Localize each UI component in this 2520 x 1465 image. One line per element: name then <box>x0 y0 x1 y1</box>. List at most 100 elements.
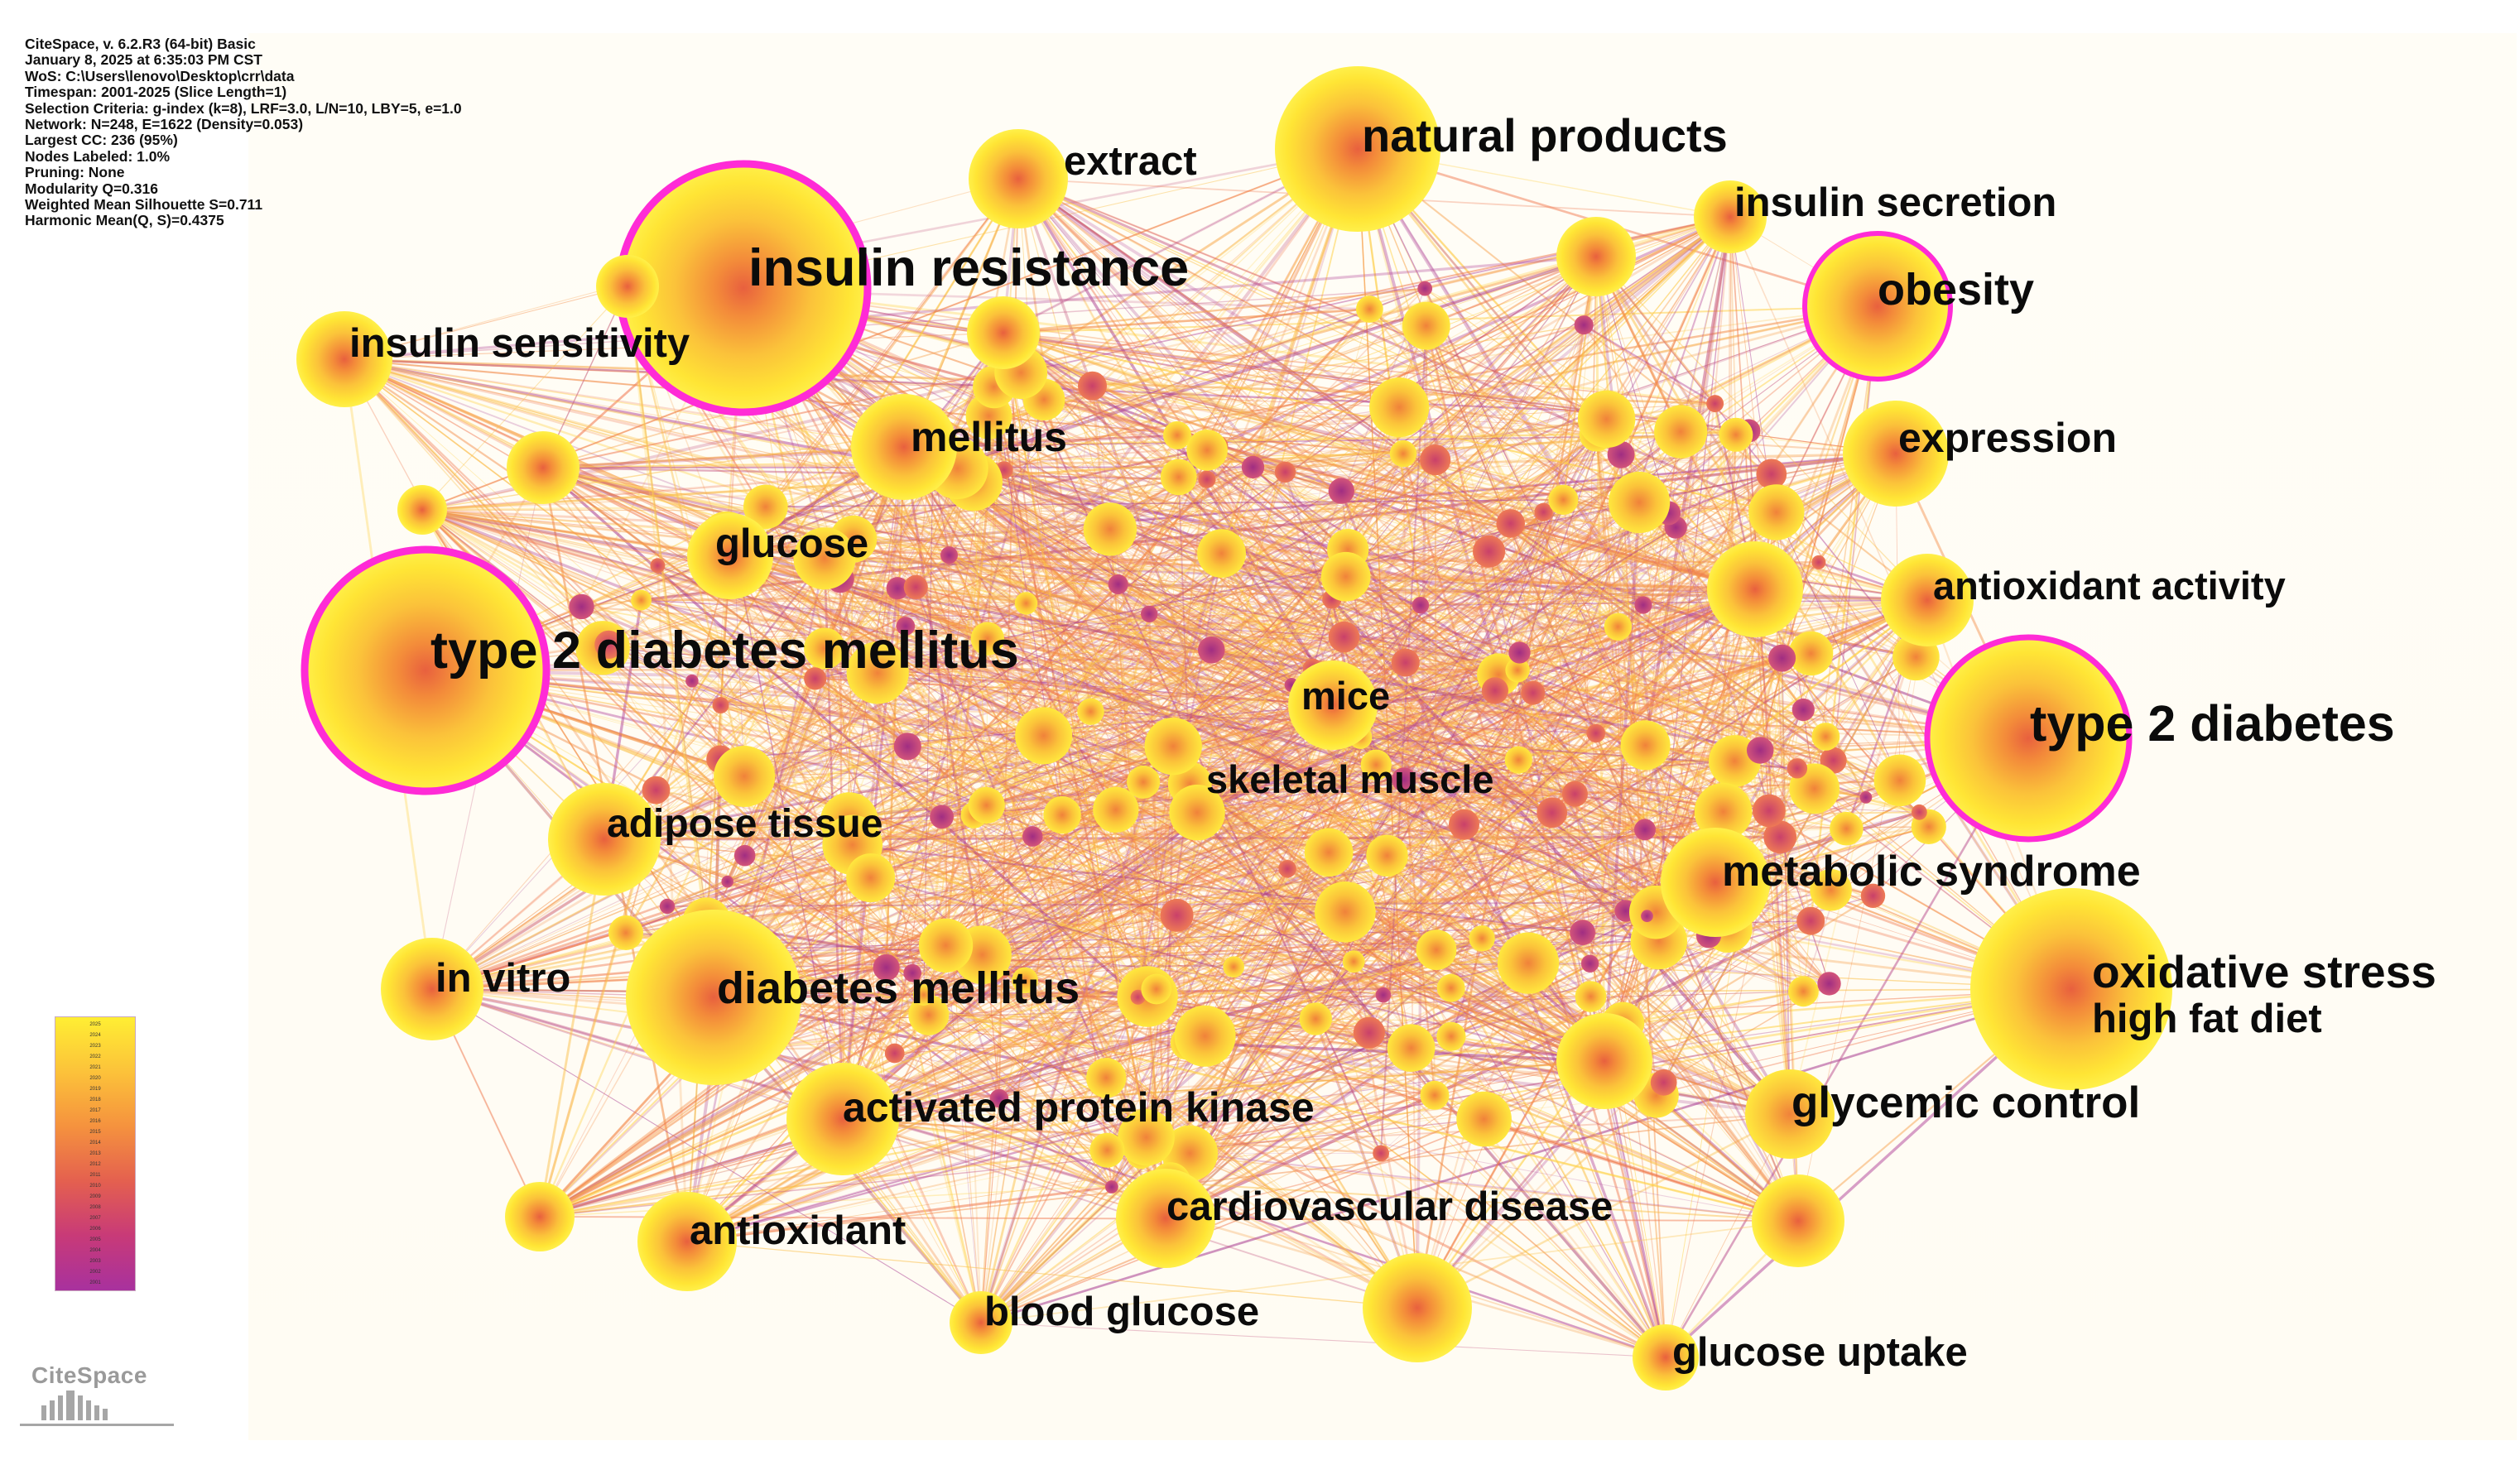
network-node[interactable] <box>940 546 958 564</box>
network-node[interactable] <box>1756 459 1787 490</box>
node-metabolic-syndrome[interactable] <box>1661 828 1770 937</box>
network-node[interactable] <box>1416 929 1457 970</box>
network-node[interactable] <box>873 953 900 982</box>
node-natural-products[interactable] <box>1275 66 1440 232</box>
network-node[interactable] <box>1811 555 1826 569</box>
network-node[interactable] <box>846 641 909 704</box>
network-node[interactable] <box>893 732 921 761</box>
node-expression[interactable] <box>1843 401 1949 507</box>
network-node[interactable] <box>1473 535 1506 568</box>
network-node[interactable] <box>608 915 643 950</box>
network-node[interactable] <box>1387 1024 1436 1072</box>
network-node[interactable] <box>1694 782 1753 841</box>
network-node[interactable] <box>1912 804 1927 820</box>
network-node[interactable] <box>1118 1109 1175 1166</box>
network-node[interactable] <box>1373 1145 1389 1162</box>
network-node[interactable] <box>1144 717 1202 776</box>
node-type-2-diabetes[interactable] <box>1924 634 2133 843</box>
network-node[interactable] <box>1788 631 1834 676</box>
network-node[interactable] <box>1366 834 1408 877</box>
node-mice[interactable] <box>1288 660 1378 750</box>
network-node[interactable] <box>1496 509 1525 538</box>
network-node[interactable] <box>1521 680 1546 705</box>
network-node[interactable] <box>1169 785 1225 841</box>
network-node[interactable] <box>1586 723 1606 743</box>
network-node[interactable] <box>804 667 827 690</box>
network-node[interactable] <box>1859 791 1873 804</box>
network-node[interactable] <box>1328 478 1355 504</box>
network-node[interactable] <box>886 577 909 600</box>
node-extract[interactable] <box>969 129 1068 228</box>
network-node[interactable] <box>930 805 954 829</box>
network-node[interactable] <box>970 622 1005 656</box>
network-node[interactable] <box>1299 1002 1333 1035</box>
network-node[interactable] <box>685 674 699 688</box>
network-node[interactable] <box>1127 765 1161 799</box>
node-insulin-secretion[interactable] <box>1694 180 1767 253</box>
network-node[interactable] <box>912 984 935 1006</box>
network-node[interactable] <box>1796 906 1825 935</box>
network-node[interactable] <box>1534 502 1553 521</box>
network-node[interactable] <box>1860 883 1886 909</box>
network-node[interactable] <box>1083 502 1137 556</box>
network-node[interactable] <box>1304 828 1354 877</box>
network-node[interactable] <box>1634 819 1656 841</box>
network-node[interactable] <box>1411 597 1430 614</box>
node-adipose-tissue[interactable] <box>548 783 661 896</box>
node-diabetes-mellitus[interactable] <box>626 910 801 1085</box>
network-node[interactable] <box>793 527 856 590</box>
network-node[interactable] <box>896 617 916 636</box>
node-type-2-diabetes-mellitus[interactable] <box>301 545 551 795</box>
network-node[interactable] <box>1160 459 1197 496</box>
network-node[interactable] <box>733 844 756 867</box>
node-cardiovascular-disease[interactable] <box>1116 1169 1215 1268</box>
network-node[interactable] <box>1389 440 1417 468</box>
network-node[interactable] <box>1342 950 1365 973</box>
node-mellitus[interactable] <box>851 394 957 500</box>
node-blood-glucose[interactable] <box>950 1291 1012 1354</box>
network-node[interactable] <box>1788 976 1819 1007</box>
network-node[interactable] <box>714 746 776 807</box>
network-node[interactable] <box>1105 1180 1118 1194</box>
network-node[interactable] <box>1469 925 1495 952</box>
network-node[interactable] <box>1654 405 1708 459</box>
network-node[interactable] <box>1130 989 1146 1005</box>
network-node[interactable] <box>1548 484 1579 516</box>
network-node[interactable] <box>1141 973 1172 1005</box>
network-node[interactable] <box>1436 973 1465 1002</box>
network-node[interactable] <box>989 1088 1009 1108</box>
network-node[interactable] <box>1274 461 1296 483</box>
node-activated-protein-kinase[interactable] <box>786 1063 899 1175</box>
network-node[interactable] <box>1163 420 1191 449</box>
network-node[interactable] <box>1763 820 1797 854</box>
network-node[interactable] <box>1748 484 1805 540</box>
node-glycemic-control[interactable] <box>1745 1069 1835 1159</box>
network-node[interactable] <box>1369 377 1430 438</box>
network-node[interactable] <box>1089 1132 1125 1168</box>
node-glucose-uptake[interactable] <box>1633 1324 1699 1391</box>
network-node[interactable] <box>1328 621 1360 653</box>
network-node[interactable] <box>1014 592 1038 615</box>
network-node[interactable] <box>1620 720 1671 771</box>
network-node[interactable] <box>1420 444 1451 476</box>
network-node[interactable] <box>743 484 788 530</box>
network-node[interactable] <box>1497 932 1560 994</box>
network-node[interactable] <box>1504 746 1532 774</box>
network-node[interactable] <box>1160 898 1194 932</box>
network-node[interactable] <box>1811 723 1840 751</box>
node-insulin-sensitivity[interactable] <box>296 311 392 407</box>
network-node[interactable] <box>631 589 652 611</box>
network-node[interactable] <box>1320 551 1371 602</box>
network-node[interactable] <box>1574 315 1594 335</box>
network-node[interactable] <box>642 776 671 805</box>
network-node[interactable] <box>1077 698 1104 725</box>
network-node[interactable] <box>846 853 896 903</box>
network-node[interactable] <box>1768 644 1796 672</box>
network-node[interactable] <box>1607 440 1635 468</box>
network-node[interactable] <box>1817 972 1841 996</box>
network-node[interactable] <box>1505 658 1530 683</box>
network-node[interactable] <box>1420 1080 1450 1110</box>
node-antioxidant-activity[interactable] <box>1881 554 1974 646</box>
network-node[interactable] <box>1315 881 1376 943</box>
network-node[interactable] <box>1706 395 1724 413</box>
